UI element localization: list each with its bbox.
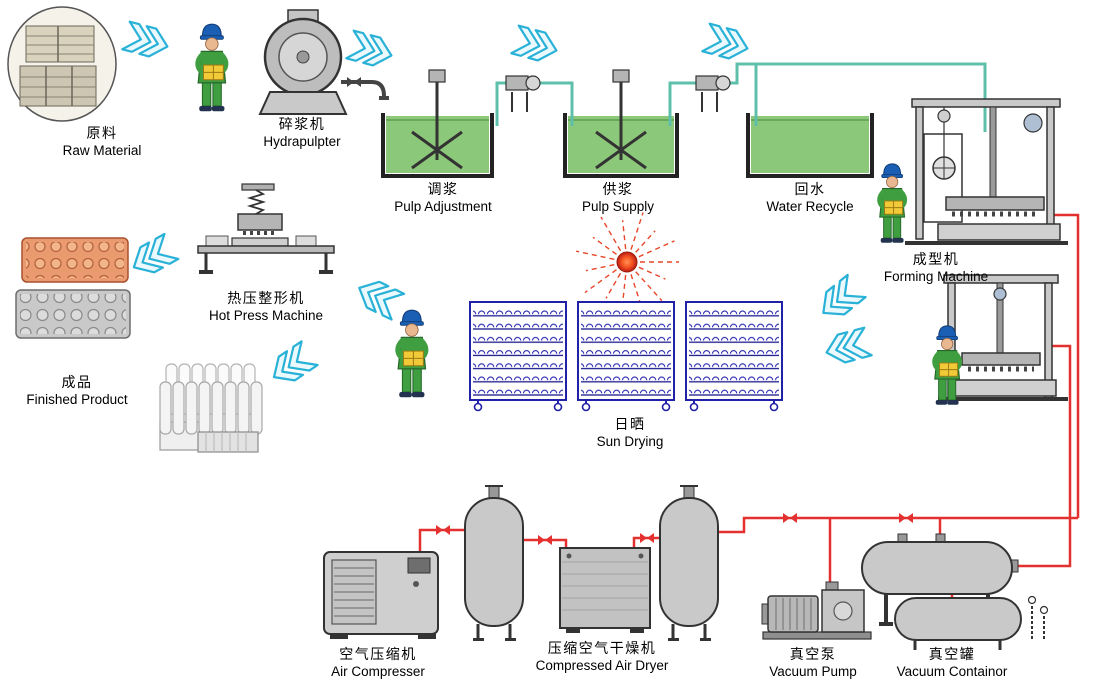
air-tank-1 bbox=[464, 485, 524, 641]
finished-product-stack bbox=[159, 363, 263, 453]
label-forming-machine: 成型机 Forming Machine bbox=[884, 249, 988, 284]
label-pulp-supply-cn: 供浆 bbox=[602, 181, 634, 197]
flow-arrow bbox=[264, 340, 319, 391]
label-vacuum-container-en: Vacuum Containor bbox=[896, 664, 1008, 679]
label-raw-material-en: Raw Material bbox=[62, 143, 142, 158]
raw-material-photo bbox=[7, 6, 117, 122]
water-pipe bbox=[495, 62, 987, 132]
flow-arrow bbox=[125, 232, 180, 281]
flow-arrow bbox=[351, 273, 406, 321]
label-forming-machine-en: Forming Machine bbox=[883, 269, 989, 284]
label-hydrapulpter: 碎浆机 Hydrapulpter bbox=[263, 114, 340, 149]
label-finished-product-cn: 成品 bbox=[61, 374, 93, 390]
transfer-pump-2 bbox=[695, 75, 731, 112]
egg-tray-gray bbox=[15, 289, 131, 339]
label-vacuum-pump-cn: 真空泵 bbox=[789, 646, 837, 662]
label-sun-drying-cn: 日晒 bbox=[614, 416, 646, 432]
label-air-compresser-en: Air Compresser bbox=[331, 664, 425, 679]
flow-arrow bbox=[510, 24, 562, 66]
label-vacuum-pump-en: Vacuum Pump bbox=[769, 664, 857, 679]
forming-machine-1-graphic bbox=[905, 98, 1068, 245]
label-pulp-supply-en: Pulp Supply bbox=[581, 199, 655, 214]
label-hydrapulpter-en: Hydrapulpter bbox=[263, 134, 341, 149]
air-tank-2 bbox=[659, 485, 719, 641]
label-air-compresser-cn: 空气压缩机 bbox=[339, 646, 417, 662]
label-finished-product-en: Finished Product bbox=[26, 392, 128, 407]
air-compressor-graphic bbox=[323, 551, 439, 639]
label-sun-drying: 日晒 Sun Drying bbox=[597, 414, 664, 449]
worker-figure bbox=[398, 310, 426, 397]
transfer-pump-1 bbox=[505, 75, 541, 112]
vacuum-tank-small bbox=[894, 595, 1049, 650]
label-vacuum-container: 真空罐 Vacuum Containor bbox=[897, 644, 1008, 679]
label-vacuum-container-cn: 真空罐 bbox=[928, 646, 976, 662]
label-compressed-air-dryer-cn: 压缩空气干燥机 bbox=[547, 640, 657, 656]
label-water-recycle-en: Water Recycle bbox=[766, 199, 854, 214]
flow-arrow bbox=[701, 22, 753, 64]
label-pulp-adjustment: 调浆 Pulp Adjustment bbox=[394, 179, 492, 214]
label-hot-press: 热压整形机 Hot Press Machine bbox=[209, 288, 323, 323]
hot-press-graphic bbox=[197, 183, 335, 274]
label-raw-material: 原料 Raw Material bbox=[63, 123, 142, 158]
vacuum-pump-graphic bbox=[761, 581, 872, 640]
label-water-recycle: 回水 Water Recycle bbox=[766, 179, 853, 214]
pulp-adjustment-tank bbox=[381, 69, 494, 178]
flow-arrow bbox=[121, 20, 173, 62]
flow-arrow bbox=[821, 326, 873, 368]
air-dryer-graphic bbox=[559, 547, 651, 633]
label-finished-product: 成品 Finished Product bbox=[26, 372, 127, 407]
drying-rack bbox=[577, 301, 675, 412]
label-pulp-supply: 供浆 Pulp Supply bbox=[582, 179, 654, 214]
label-compressed-air-dryer: 压缩空气干燥机 Compressed Air Dryer bbox=[536, 638, 669, 673]
worker-figure bbox=[198, 24, 226, 111]
sun-icon bbox=[575, 212, 679, 314]
hydrapulpter-graphic bbox=[258, 9, 389, 115]
label-hot-press-cn: 热压整形机 bbox=[227, 290, 305, 306]
label-hot-press-en: Hot Press Machine bbox=[208, 308, 324, 323]
label-air-compresser: 空气压缩机 Air Compresser bbox=[331, 644, 425, 679]
label-pulp-adjustment-cn: 调浆 bbox=[427, 181, 459, 197]
valve-icon bbox=[347, 77, 361, 87]
flow-arrow bbox=[345, 29, 397, 71]
water-recycle-tank bbox=[746, 113, 874, 178]
label-raw-material-cn: 原料 bbox=[86, 125, 118, 141]
drying-rack bbox=[685, 301, 783, 412]
label-forming-machine-cn: 成型机 bbox=[912, 251, 960, 267]
label-compressed-air-dryer-en: Compressed Air Dryer bbox=[535, 658, 669, 673]
worker-figure bbox=[880, 164, 905, 243]
label-vacuum-pump: 真空泵 Vacuum Pump bbox=[769, 644, 857, 679]
label-hydrapulpter-cn: 碎浆机 bbox=[278, 116, 326, 132]
flow-arrow bbox=[813, 273, 867, 326]
worker-figure bbox=[935, 326, 960, 405]
pulp-supply-tank bbox=[563, 69, 679, 178]
drying-rack bbox=[469, 301, 567, 412]
label-water-recycle-cn: 回水 bbox=[794, 181, 826, 197]
egg-tray-red bbox=[21, 237, 129, 283]
label-sun-drying-en: Sun Drying bbox=[596, 434, 664, 449]
label-pulp-adjustment-en: Pulp Adjustment bbox=[394, 199, 492, 214]
